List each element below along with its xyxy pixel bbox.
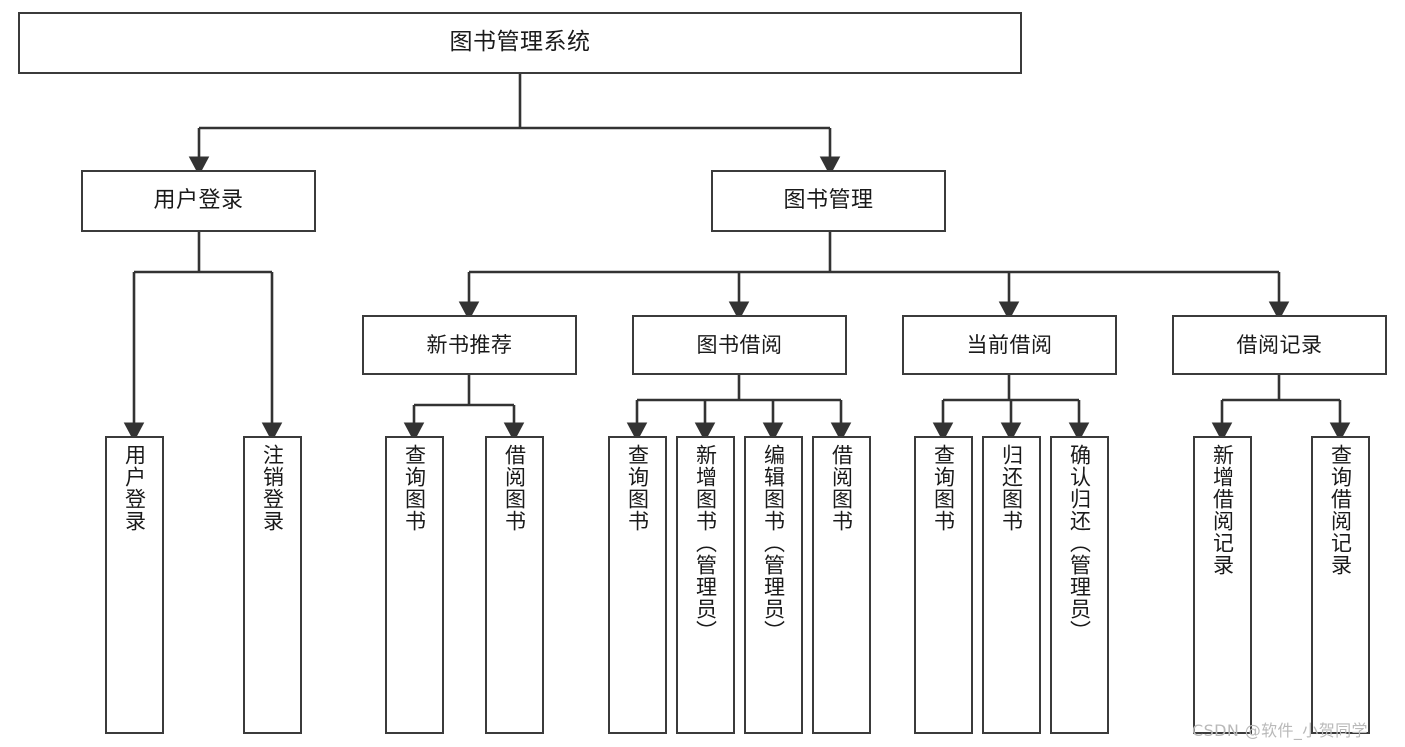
node-book-manage[interactable]: 图书管理 [711, 170, 946, 232]
csdn-watermark: CSDN @软件_小贺同学 [1192, 721, 1368, 740]
leaf-add-borrow-record[interactable]: 新增借阅记录 [1193, 436, 1252, 734]
leaf-user-login[interactable]: 用户登录 [105, 436, 164, 734]
leaf-query-borrow-record[interactable]: 查询借阅记录 [1311, 436, 1370, 734]
node-label: 图书借阅 [696, 332, 783, 357]
leaf-query-book-borrow[interactable]: 查询图书 [608, 436, 667, 734]
node-user-login[interactable]: 用户登录 [81, 170, 316, 232]
node-borrow-record[interactable]: 借阅记录 [1172, 315, 1387, 375]
leaf-borrow-book-borrow[interactable]: 借阅图书 [812, 436, 871, 734]
node-label: 确认归还（管理员） [1067, 444, 1092, 642]
leaf-add-book-admin[interactable]: 新增图书（管理员） [676, 436, 735, 734]
node-label: 注销登录 [260, 444, 285, 532]
node-label: 归还图书 [999, 444, 1024, 532]
node-label: 查询图书 [625, 444, 650, 532]
node-label: 用户登录 [122, 444, 147, 532]
leaf-borrow-book-newbook[interactable]: 借阅图书 [485, 436, 544, 734]
node-label: 新增借阅记录 [1210, 444, 1235, 576]
node-label: 图书管理系统 [449, 29, 591, 56]
node-label: 新书推荐 [426, 332, 513, 357]
node-label: 编辑图书（管理员） [761, 444, 786, 642]
node-label: 当前借阅 [966, 332, 1053, 357]
node-label: 查询图书 [402, 444, 427, 532]
node-book-borrow[interactable]: 图书借阅 [632, 315, 847, 375]
leaf-confirm-return-admin[interactable]: 确认归还（管理员） [1050, 436, 1109, 734]
node-label: 查询借阅记录 [1328, 444, 1353, 576]
node-label: 借阅记录 [1236, 332, 1323, 357]
node-label: 查询图书 [931, 444, 956, 532]
leaf-query-book-current[interactable]: 查询图书 [914, 436, 973, 734]
node-label: 图书管理 [783, 188, 874, 214]
node-root-system[interactable]: 图书管理系统 [18, 12, 1022, 74]
node-label: 用户登录 [153, 188, 244, 214]
node-new-book-rec[interactable]: 新书推荐 [362, 315, 577, 375]
leaf-edit-book-admin[interactable]: 编辑图书（管理员） [744, 436, 803, 734]
node-label: 借阅图书 [829, 444, 854, 532]
node-label: 新增图书（管理员） [693, 444, 718, 642]
leaf-return-book[interactable]: 归还图书 [982, 436, 1041, 734]
node-label: 借阅图书 [502, 444, 527, 532]
leaf-user-logout[interactable]: 注销登录 [243, 436, 302, 734]
node-current-borrow[interactable]: 当前借阅 [902, 315, 1117, 375]
leaf-query-book-newbook[interactable]: 查询图书 [385, 436, 444, 734]
